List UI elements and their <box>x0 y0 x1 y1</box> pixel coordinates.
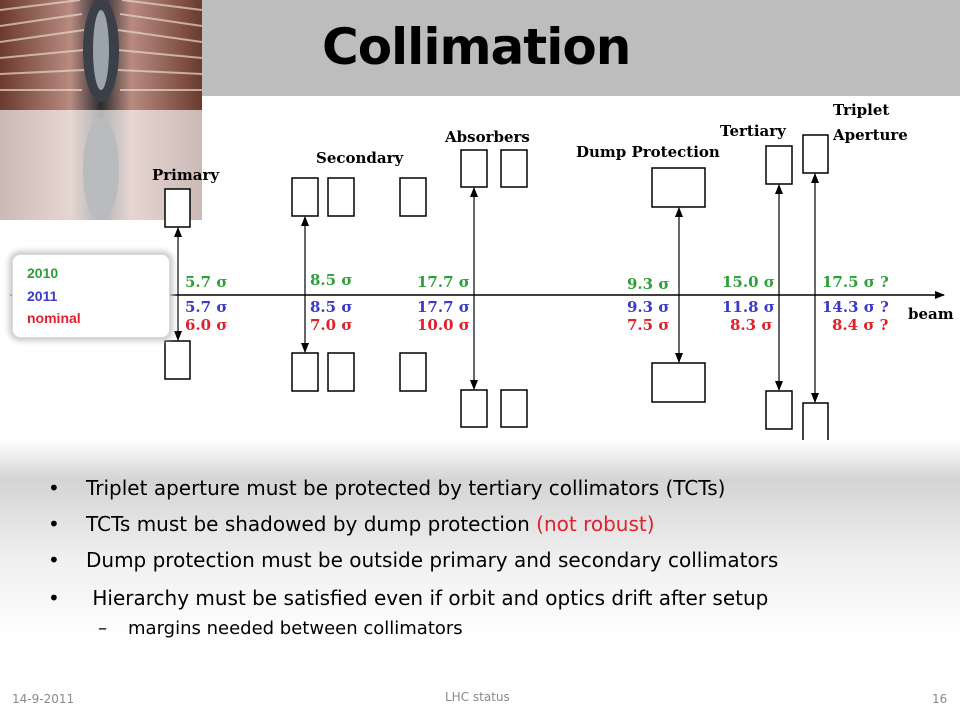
tertiary-jaw-upper <box>765 145 793 185</box>
tertiary-nominal: 8.3 σ <box>730 316 772 334</box>
secondary-jaw-lower-2 <box>327 352 355 392</box>
footer-date: 14-9-2011 <box>12 692 75 706</box>
bullet-item: • Triplet aperture must be protected by … <box>48 476 928 500</box>
bullet-item: • Dump protection must be outside primar… <box>48 548 846 572</box>
bullet-dot: • <box>48 586 60 610</box>
absorber-jaw-lower-2 <box>500 389 528 428</box>
sub-bullet-item: – margins needed between collimators <box>48 618 928 640</box>
primary-nominal: 6.0 σ <box>185 316 227 334</box>
label-triplet-2: Aperture <box>832 126 908 144</box>
bullet-item: • Hierarchy must be satisfied even if or… <box>48 586 928 610</box>
bullet-item: • TCTs must be shadowed by dump protecti… <box>48 512 928 536</box>
year-legend: 2010 2011 nominal <box>12 254 170 338</box>
page-number: 16 <box>932 692 948 706</box>
bullet-dot: • <box>48 512 60 536</box>
triplet-aperture-upper <box>802 134 829 174</box>
absorber-jaw-upper-2 <box>500 149 528 188</box>
secondary-jaw-lower-1 <box>291 352 319 392</box>
bullet-text: Dump protection must be outside primary … <box>86 548 779 572</box>
legend-nominal: nominal <box>27 310 81 326</box>
dump-protection-jaw-upper <box>651 167 706 208</box>
dump-protection-jaw-lower <box>651 362 706 403</box>
label-secondary: Secondary <box>316 149 405 167</box>
sub-bullet-dash: – <box>98 618 107 639</box>
bullet-dot: • <box>48 476 60 500</box>
tertiary-2010: 15.0 σ <box>722 273 775 291</box>
triplet-aperture-lower <box>802 402 829 442</box>
footer-title: LHC status <box>445 690 510 704</box>
dump-protection-nominal: 7.5 σ <box>627 316 669 334</box>
bullet-dot: • <box>48 548 60 572</box>
legend-2010: 2010 <box>27 265 59 281</box>
bullet-list: • Triplet aperture must be protected by … <box>48 476 928 640</box>
secondary-2010: 8.5 σ <box>310 271 352 289</box>
primary-jaw-lower <box>164 340 191 380</box>
primary-2010: 5.7 σ <box>185 273 227 291</box>
secondary-jaw-lower-3 <box>399 352 427 392</box>
dump-protection-2011: 9.3 σ <box>627 298 669 316</box>
dump-protection-2010: 9.3 σ <box>627 275 669 293</box>
bullet-text: Hierarchy must be satisfied even if orbi… <box>86 586 769 610</box>
label-tertiary: Tertiary <box>720 122 787 140</box>
bullet-text: Triplet aperture must be protected by te… <box>86 476 726 500</box>
primary-2011: 5.7 σ <box>185 298 227 316</box>
label-dump-protection: Dump Protection <box>576 143 720 161</box>
absorbers-2010: 17.7 σ <box>417 273 470 291</box>
sub-bullet-text: margins needed between collimators <box>128 618 463 639</box>
label-triplet-1: Triplet <box>833 101 889 119</box>
bullet-highlight: (not robust) <box>536 512 655 536</box>
secondary-jaw-upper-2 <box>327 177 355 217</box>
label-primary: Primary <box>152 166 220 184</box>
tertiary-2011: 11.8 σ <box>722 298 775 316</box>
secondary-nominal: 7.0 σ <box>310 316 352 334</box>
bullet-text: TCTs must be shadowed by dump protection <box>86 512 537 536</box>
collimator-photo <box>0 0 202 110</box>
lower-background <box>0 440 960 720</box>
triplet-nominal: 8.4 σ ? <box>832 316 889 334</box>
absorber-jaw-upper-1 <box>460 149 488 188</box>
label-absorbers: Absorbers <box>444 128 530 146</box>
absorber-jaw-lower-1 <box>460 389 488 428</box>
tertiary-jaw-lower <box>765 390 793 430</box>
triplet-2011: 14.3 σ ? <box>822 298 889 316</box>
beam-label: beam <box>908 305 954 323</box>
primary-jaw-upper <box>164 188 191 228</box>
secondary-2011: 8.5 σ <box>310 298 352 316</box>
legend-2011: 2011 <box>27 288 58 304</box>
secondary-jaw-upper-1 <box>291 177 319 217</box>
secondary-jaw-upper-3 <box>399 177 427 217</box>
absorbers-nominal: 10.0 σ <box>417 316 470 334</box>
absorbers-2011: 17.7 σ <box>417 298 470 316</box>
triplet-2010: 17.5 σ ? <box>822 273 889 291</box>
collimator-photo-reflection <box>0 110 202 220</box>
slide-title: Collimation <box>322 18 631 76</box>
